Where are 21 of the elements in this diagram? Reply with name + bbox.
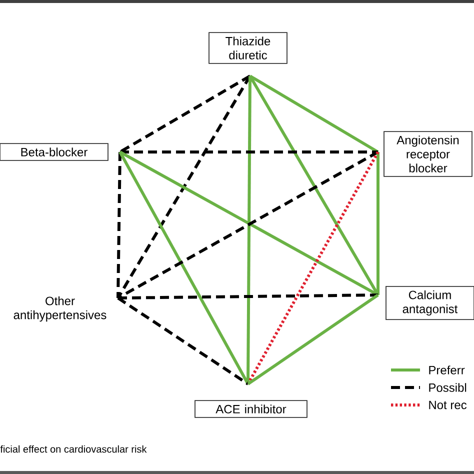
drug-box: Angiotensin receptor blocker [384, 131, 472, 177]
legend-text: Not rec [429, 400, 467, 410]
connector-line [118, 151, 250, 385]
drug-box: ACE inhibitor [194, 400, 308, 418]
connector-line [120, 150, 378, 154]
legend-text: Possibl [429, 383, 466, 392]
connector-line [246, 76, 252, 384]
connector-line [249, 74, 379, 154]
connector-line [117, 296, 249, 386]
connector-line [119, 74, 251, 154]
connector-line [376, 152, 380, 295]
caption-text: ficial effect on cardiovascular risk [0, 445, 147, 453]
legend-text: Preferr [429, 366, 465, 374]
drug-box: Beta-blocker [0, 143, 108, 161]
drug-box: Thiazide diuretic [208, 32, 288, 64]
connector-line [247, 294, 379, 386]
connector-line [118, 294, 378, 300]
connector-line [116, 152, 122, 298]
drug-label: Other antihypertensives [14, 296, 106, 322]
drug-box: Calcium antagonist [386, 286, 474, 320]
connector-line [246, 151, 380, 385]
